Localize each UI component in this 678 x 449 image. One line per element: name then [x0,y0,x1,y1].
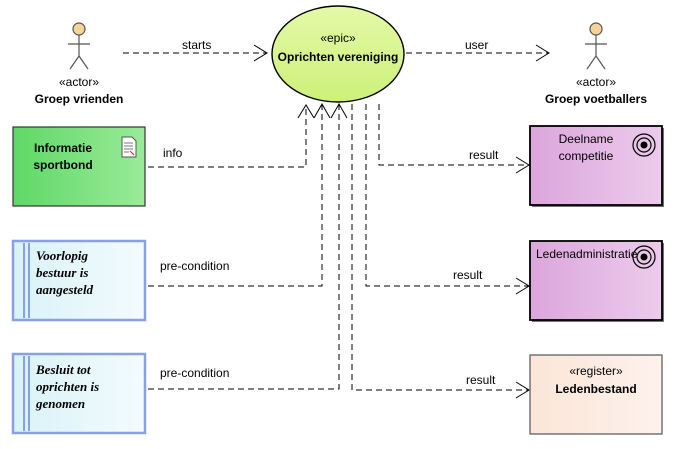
node-deelname-competitie[interactable]: Deelname competitie [529,125,664,207]
goal-target-icon [632,245,656,269]
edge-result-3[interactable]: result [351,104,530,399]
node-label-line1: Besluit tot [35,362,91,377]
node-label-line1: Voorlopig [36,248,89,263]
node-label-line2: oprichten is [36,379,99,394]
actor-name: Groep voetballers [545,92,647,106]
actor-icon [68,22,90,70]
node-stereotype: «register» [569,364,623,378]
edge-label-starts: starts [182,38,211,52]
node-label-line3: genomen [35,396,85,411]
node-label-line1: Informatie [34,141,92,155]
node-label-line2: bestuur is [36,265,88,280]
actor-groep-voetballers[interactable]: «actor» Groep voetballers [545,22,647,106]
actor-stereotype: «actor» [576,75,616,89]
actor-groep-vrienden[interactable]: «actor» Groep vrienden [35,22,124,106]
edge-result-2[interactable]: result [365,104,530,295]
node-ledenbestand[interactable]: «register» Ledenbestand [529,354,663,435]
epic-stereotype: «epic» [320,31,356,45]
node-label: Ledenadministratie [536,247,638,261]
edge-label-user: user [465,38,488,52]
node-label-line1: Deelname [559,132,614,146]
node-label-line2: sportbond [33,158,92,172]
document-icon [121,136,137,158]
node-informatie-sportbond[interactable]: Informatie sportbond [12,126,146,207]
edge-label-precondition-1: pre-condition [160,259,229,273]
edge-precondition-2[interactable]: pre-condition [148,102,348,390]
actor-icon [585,22,607,70]
node-label-line3: aangesteld [36,282,94,297]
edge-label-result-3: result [466,373,496,387]
node-besluit-oprichten[interactable]: Besluit tot oprichten is genomen [11,352,147,435]
edge-label-precondition-2: pre-condition [160,366,229,380]
actor-name: Groep vrienden [35,92,124,106]
edge-result-1[interactable]: result [378,104,530,174]
edge-label-result-1: result [469,148,499,162]
node-voorlopig-bestuur[interactable]: Voorlopig bestuur is aangesteld [11,239,147,322]
node-label-line2: competitie [559,149,614,163]
edge-starts[interactable]: starts [123,38,268,62]
node-label: Ledenbestand [555,382,636,396]
node-ledenadministratie[interactable]: Ledenadministratie [529,240,664,322]
edge-label-info: info [163,146,183,160]
edge-label-result-2: result [453,268,483,282]
epic-name: Oprichten vereniging [278,50,399,64]
epic-oprichten-vereniging[interactable]: «epic» Oprichten vereniging [271,5,405,103]
edge-precondition-1[interactable]: pre-condition [148,102,331,287]
actor-stereotype: «actor» [59,75,99,89]
edge-info[interactable]: info [148,104,315,168]
goal-target-icon [632,133,656,157]
edge-user[interactable]: user [406,38,550,62]
